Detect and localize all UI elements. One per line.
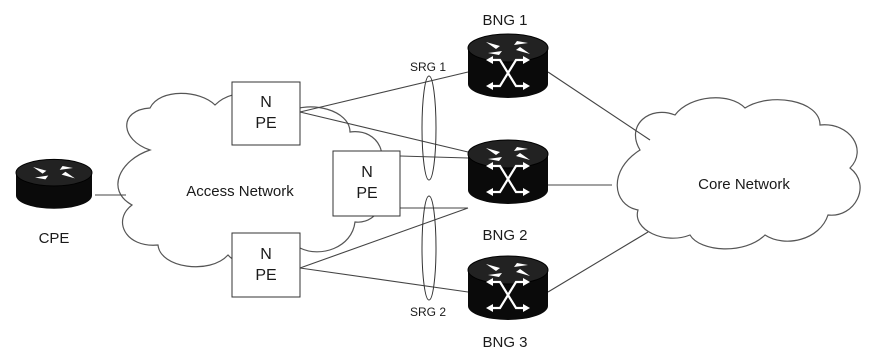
cpe-label: CPE <box>39 230 70 247</box>
srg2-label: SRG 2 <box>410 305 446 319</box>
pe-2-line2: PE <box>356 185 377 202</box>
pe-3-line2: PE <box>255 267 276 284</box>
srg1-ellipse <box>421 75 437 181</box>
bng2-label: BNG 2 <box>482 227 527 244</box>
link-bng1-core <box>547 71 651 141</box>
pe-1-line2: PE <box>255 115 276 132</box>
pe-box-1 <box>231 81 301 146</box>
core-network-label: Core Network <box>698 176 790 193</box>
bng3-label: BNG 3 <box>482 334 527 351</box>
access-network-label: Access Network <box>186 183 294 200</box>
pe-3-line1: N <box>260 246 272 263</box>
link-pe1-bng2 <box>299 111 469 153</box>
bng2-router-icon <box>467 139 549 205</box>
pe-box-3 <box>231 232 301 298</box>
cpe-router-icon <box>15 158 93 209</box>
bng1-router-icon <box>467 33 549 99</box>
link-pe3-bng3 <box>299 267 469 293</box>
pe-2-line1: N <box>361 164 373 181</box>
link-pe2-bng1-upper <box>399 155 469 159</box>
link-bng3-core <box>547 231 649 293</box>
bng3-router-icon <box>467 255 549 321</box>
link-pe1-bng1 <box>299 71 469 113</box>
pe-1-line1: N <box>260 94 272 111</box>
bng1-label: BNG 1 <box>482 12 527 29</box>
srg1-label: SRG 1 <box>410 60 446 74</box>
core-network-cloud <box>616 97 861 250</box>
link-pe3-bng2 <box>299 207 469 269</box>
srg2-ellipse <box>421 195 437 301</box>
pe-box-2 <box>332 150 401 217</box>
